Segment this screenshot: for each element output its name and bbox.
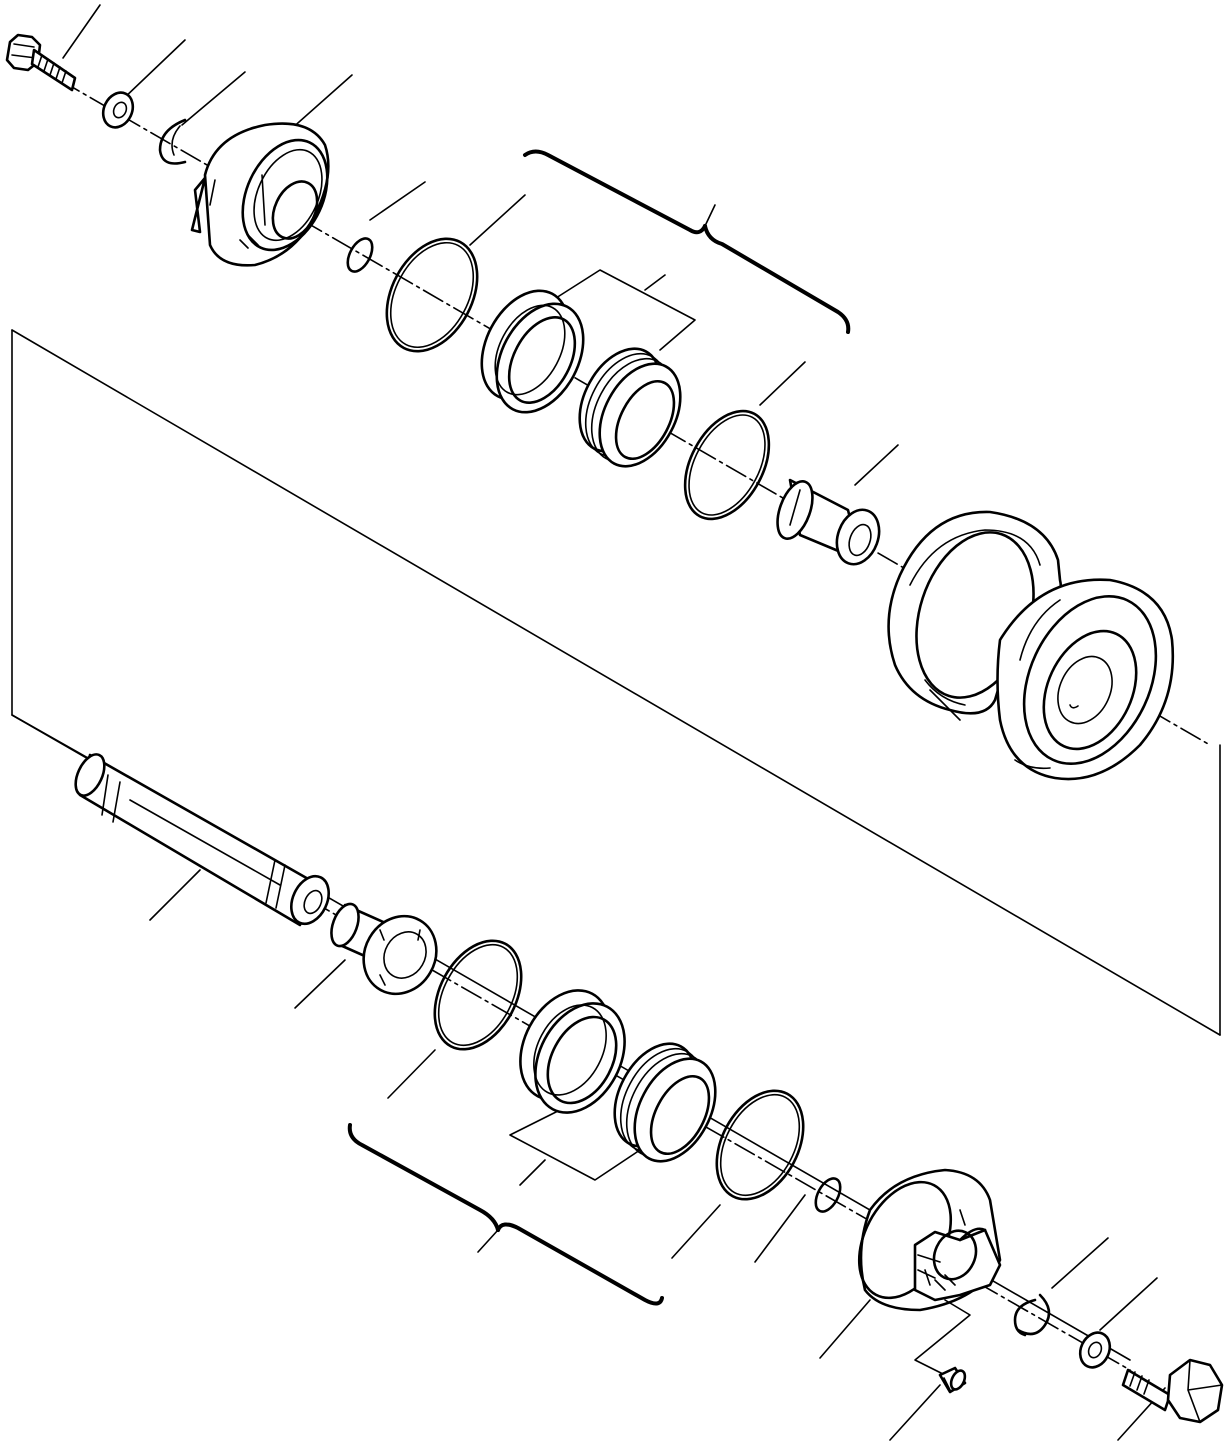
bolt-bottom[interactable] (1121, 1358, 1224, 1424)
roller-shell[interactable] (887, 510, 1182, 785)
plug-icon (938, 1366, 967, 1394)
washer-icon (1078, 1331, 1112, 1369)
seal-ring-icon (578, 347, 682, 468)
collar-bottom[interactable] (841, 1166, 1002, 1313)
track-roller-icon (887, 510, 1175, 781)
top-seal-group-brace (523, 149, 851, 334)
seal-ring-bottom-a[interactable] (502, 975, 642, 1128)
top-seal-pair-bracket (544, 269, 696, 351)
bushing-bottom[interactable] (326, 900, 450, 1007)
o-ring-icon (346, 237, 374, 273)
end-collar-icon (190, 122, 330, 267)
end-collar-icon (857, 1168, 1002, 1312)
snap-ring-bottom[interactable] (1013, 1293, 1051, 1337)
o-ring-mid-bottom[interactable] (699, 1076, 821, 1214)
o-ring-mid-top[interactable] (668, 397, 786, 533)
bolt-top[interactable] (5, 33, 77, 92)
small-o-ring-bottom[interactable] (811, 1174, 846, 1215)
large-o-ring-top[interactable] (369, 223, 496, 367)
seal-ring-icon (480, 289, 585, 414)
flanged-bushing-icon (330, 902, 438, 996)
plug[interactable] (914, 1299, 971, 1394)
o-ring-icon (683, 409, 771, 521)
seal-ring-top-b[interactable] (563, 335, 696, 480)
collar-top[interactable] (190, 122, 344, 267)
seal-ring-icon (613, 1042, 717, 1163)
o-ring-icon (385, 237, 479, 353)
o-ring-icon (715, 1089, 805, 1201)
shaft-icon (74, 753, 330, 927)
lock-washer-bottom[interactable] (1075, 1328, 1116, 1372)
bottom-seal-group-brace (347, 1123, 664, 1306)
shaft[interactable] (70, 750, 336, 930)
hex-bolt-icon (5, 33, 77, 92)
bottom-axis-line (309, 899, 1131, 1371)
snap-ring-icon (1013, 1293, 1051, 1337)
small-o-ring-top[interactable] (343, 234, 378, 275)
snap-ring-icon (158, 118, 187, 165)
seal-ring-top-a[interactable] (464, 276, 601, 427)
seal-ring-bottom-b[interactable] (598, 1030, 731, 1175)
large-o-ring-bottom[interactable] (417, 926, 539, 1064)
snap-ring-top[interactable] (158, 118, 187, 165)
o-ring-icon (433, 939, 523, 1051)
leader-lines (62, 4, 1166, 1441)
seal-ring-icon (519, 989, 626, 1114)
washer-icon (101, 91, 135, 129)
o-ring-icon (814, 1177, 842, 1213)
bushing-icon (776, 478, 881, 566)
bottom-seal-pair-bracket (509, 1109, 641, 1186)
bushing-top[interactable] (771, 477, 887, 570)
lock-washer-top[interactable] (98, 88, 139, 132)
hex-bolt-icon (1121, 1358, 1224, 1424)
